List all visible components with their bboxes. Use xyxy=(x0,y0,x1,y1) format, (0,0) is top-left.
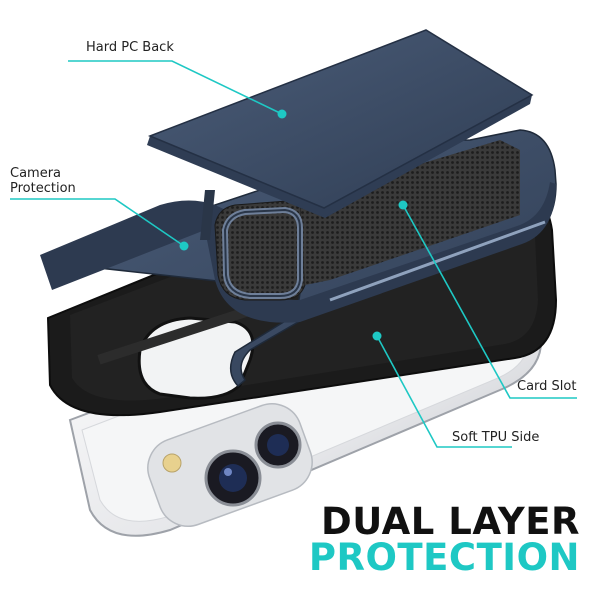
callout-camera-line1: Camera xyxy=(10,166,62,181)
leader-camera xyxy=(10,198,185,247)
hard-pc-back-plate xyxy=(147,29,534,218)
headline-dual-layer: DUAL LAYER xyxy=(321,500,580,543)
leader-card-slot xyxy=(402,204,577,399)
callout-camera-line2: Protection xyxy=(10,181,76,196)
callout-card-slot: Card Slot xyxy=(517,379,577,394)
headline-protection: PROTECTION xyxy=(308,536,580,579)
hard-pc-frame xyxy=(40,129,557,388)
dot-hard-back xyxy=(277,109,287,119)
leader-hard-back xyxy=(68,60,283,115)
dot-camera xyxy=(179,241,189,251)
phone-camera-icon xyxy=(147,403,313,527)
callout-dots xyxy=(179,109,408,341)
callout-hard-pc-back: Hard PC Back xyxy=(86,40,174,55)
callout-soft-tpu-side: Soft TPU Side xyxy=(452,430,540,445)
dot-tpu-side xyxy=(372,331,382,341)
dot-card-slot xyxy=(398,200,408,210)
leader-tpu-side xyxy=(376,335,512,448)
callout-leaders xyxy=(10,60,577,448)
callout-camera-protection: Camera Protection xyxy=(10,166,76,196)
